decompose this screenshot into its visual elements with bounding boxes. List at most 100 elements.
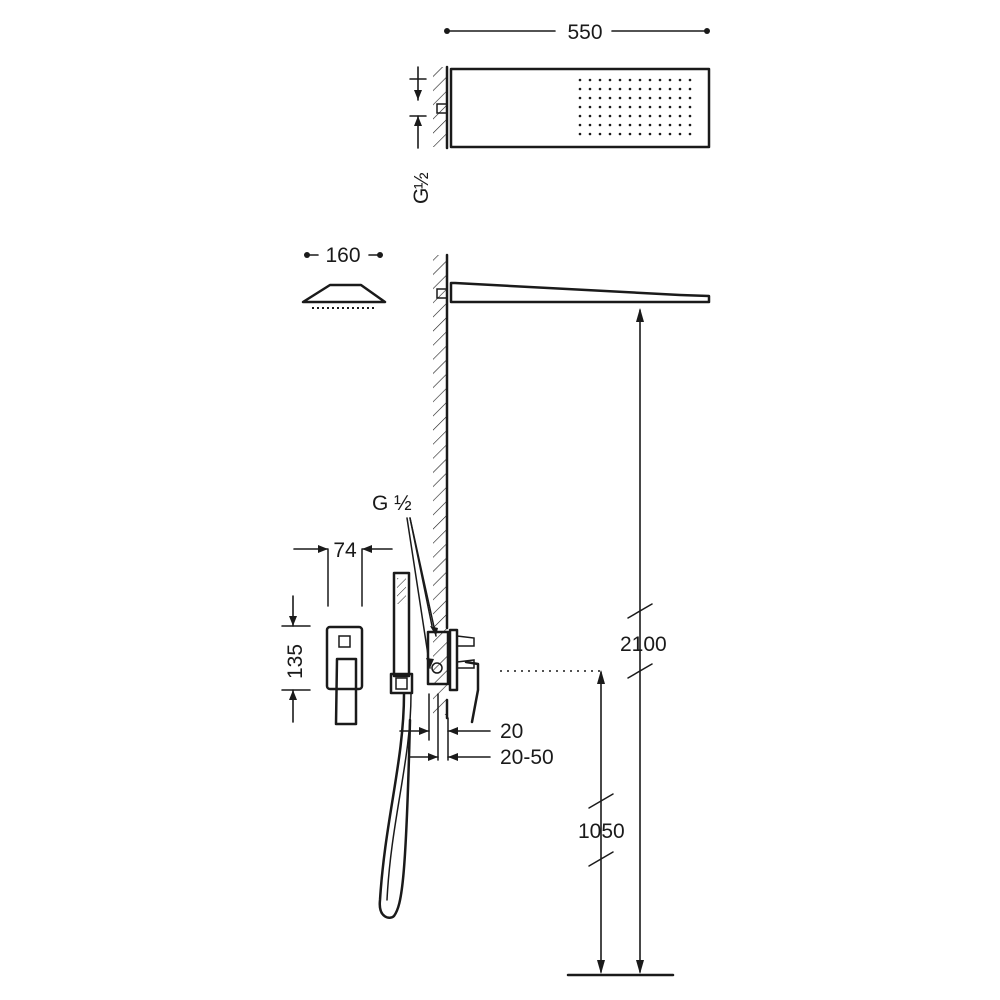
nozzle-dot (668, 87, 672, 91)
nozzle-dot (658, 87, 662, 91)
nozzle-dot (678, 96, 682, 100)
nozzle-dot (578, 114, 582, 118)
nozzle-dot (658, 78, 662, 82)
dimension-135: 135 (281, 595, 311, 723)
nozzle-dot (648, 78, 652, 82)
nozzle-dot (648, 105, 652, 109)
nozzle-dot (668, 105, 672, 109)
nozzle-dot (648, 96, 652, 100)
nozzle-dot (668, 123, 672, 127)
nozzle-dot (688, 96, 692, 100)
nozzle-dot (618, 132, 622, 136)
nozzle-dot (658, 123, 662, 127)
nozzle-dot (628, 114, 632, 118)
nozzle-dot (628, 132, 632, 136)
nozzle-dot (588, 78, 592, 82)
dim-label-2100: 2100 (620, 633, 667, 656)
nozzle-dot (628, 96, 632, 100)
nozzle-dot (608, 105, 612, 109)
nozzle-dot (598, 123, 602, 127)
nozzle-dot (598, 132, 602, 136)
hand-shower (392, 571, 411, 678)
shower-holder (389, 672, 414, 695)
nozzle-dot (598, 105, 602, 109)
nozzle-dot (668, 114, 672, 118)
nozzle-dot (678, 123, 682, 127)
mixer-plate-front (325, 625, 364, 691)
thread-label-top-fraction: ½ (411, 172, 433, 189)
nozzle-dot (638, 114, 642, 118)
nozzle-dot (628, 78, 632, 82)
nozzle-dot (648, 114, 652, 118)
nozzle-dot (688, 123, 692, 127)
wall-hatch-top (433, 67, 447, 147)
nozzle-dot (598, 96, 602, 100)
thread-label-top-main: G (410, 188, 433, 204)
nozzle-dot (678, 105, 682, 109)
nozzle-dot (688, 78, 692, 82)
nozzle-dot (678, 114, 682, 118)
nozzle-dot (678, 78, 682, 82)
nozzle-dot (578, 132, 582, 136)
dimension-1050: 1050 (578, 670, 625, 974)
nozzle-dot (588, 123, 592, 127)
dim-label-1050: 1050 (578, 820, 625, 843)
dim-label-550: 550 (567, 21, 602, 44)
nozzle-dot (588, 96, 592, 100)
nozzle-dot (668, 132, 672, 136)
thread-label-mixer: G ½ (372, 492, 412, 515)
nozzle-dot (658, 114, 662, 118)
nozzle-dot (638, 123, 642, 127)
nozzle-dot (638, 78, 642, 82)
nozzle-dot (618, 105, 622, 109)
nozzle-dot (678, 87, 682, 91)
built-in-box (426, 630, 450, 686)
dimension-thread-top: G ½ (409, 66, 433, 204)
nozzle-dot (618, 123, 622, 127)
dimension-2100: 2100 (620, 308, 667, 974)
nozzle-dot (688, 87, 692, 91)
nozzle-dot (588, 114, 592, 118)
nozzle-dot (628, 123, 632, 127)
side-view: 160 G ½ (301, 244, 711, 977)
dim-label-20: 20 (500, 720, 523, 743)
wall-hatch-side (433, 255, 447, 715)
nozzle-dot (588, 87, 592, 91)
front-view: 74 135 (281, 539, 414, 919)
nozzle-dot (628, 87, 632, 91)
dimension-74: 74 (293, 539, 393, 607)
nozzle-dot (668, 96, 672, 100)
nozzle-dot (628, 105, 632, 109)
nozzle-dot (668, 78, 672, 82)
nozzle-dot (618, 96, 622, 100)
nozzle-dot (688, 105, 692, 109)
nozzle-dot (648, 123, 652, 127)
nozzle-dot (578, 123, 582, 127)
dimension-160: 160 (304, 244, 383, 267)
nozzle-dot (588, 105, 592, 109)
nozzle-dot (608, 132, 612, 136)
mixer-plate-side (448, 628, 459, 692)
nozzle-dot (658, 105, 662, 109)
nozzle-dot (678, 132, 682, 136)
nozzle-dot (578, 78, 582, 82)
nozzle-dot (648, 87, 652, 91)
nozzle-dot (598, 114, 602, 118)
nozzle-dot (618, 114, 622, 118)
nozzle-dot (598, 78, 602, 82)
nozzle-dot (608, 87, 612, 91)
nozzle-dot (658, 96, 662, 100)
top-view: 550 G ½ (409, 21, 711, 204)
dimension-550: 550 (444, 21, 710, 44)
nozzle-dot (588, 132, 592, 136)
nozzle-dot (618, 87, 622, 91)
nozzle-dot (608, 78, 612, 82)
nozzle-dot (638, 105, 642, 109)
nozzle-dot (688, 132, 692, 136)
nozzle-dot (608, 96, 612, 100)
nozzle-dot (648, 132, 652, 136)
shower-hose (378, 692, 412, 919)
nozzle-dot (638, 132, 642, 136)
dim-label-20-50: 20-50 (500, 746, 554, 769)
